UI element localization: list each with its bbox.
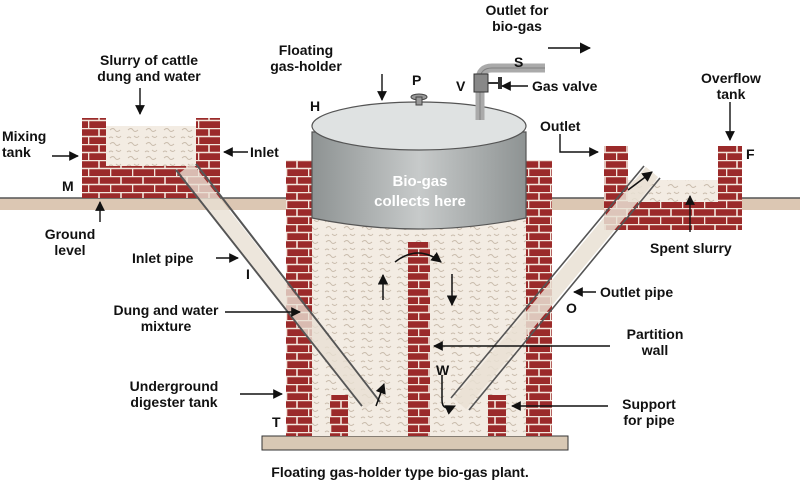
mixing-tank-left-wall (82, 118, 106, 198)
support-right (488, 395, 506, 436)
inlet-pipe-edges (175, 163, 381, 407)
label-ground-level: Ground level (44, 226, 96, 258)
label-biogas-collects: Bio-gas collects here (374, 173, 466, 210)
label-inlet: Inlet (250, 144, 279, 160)
gas-holder-top (311, 101, 527, 151)
label-spent-slurry: Spent slurry (650, 240, 732, 256)
label-gas-valve: Gas valve (532, 78, 598, 94)
label-outlet-pipe: Outlet pipe (600, 284, 674, 300)
outlet-rise-arrow (627, 171, 653, 191)
letter-P: P (412, 72, 422, 88)
label-mixing-tank: Mixing tank (2, 128, 47, 160)
overflow-right-wall (718, 146, 742, 230)
letter-O: O (566, 300, 577, 316)
outlet-leader (559, 134, 599, 157)
mixing-tank-floor (106, 166, 196, 198)
letter-F: F (746, 146, 755, 162)
label-inlet-pipe: Inlet pipe (132, 250, 194, 266)
support-left (330, 395, 348, 436)
label-dung-water: Dung and water mixture (113, 302, 219, 334)
letter-V: V (456, 78, 466, 94)
label-outlet-biogas: Outlet for bio-gas (485, 2, 549, 34)
base-slab (261, 435, 569, 451)
partition-wall (408, 242, 430, 436)
letter-I: I (246, 266, 250, 282)
overflow-floor (628, 202, 718, 230)
letter-M: M (62, 178, 74, 194)
label-overflow-tank: Overflow tank (701, 70, 761, 102)
letter-T: T (272, 414, 281, 430)
letter-W: W (436, 362, 450, 378)
mixing-tank-slurry (106, 126, 196, 172)
outlet-pipe-edges (450, 165, 661, 411)
gas-valve-body (473, 73, 489, 93)
inlet-pipe (179, 163, 378, 409)
handle-stem (415, 96, 423, 106)
outlet-flow-arrow (441, 375, 456, 415)
label-support-pipe: Support for pipe (622, 396, 676, 428)
gas-valve-handle (498, 77, 502, 89)
label-slurry: Slurry of cattle dung and water (97, 52, 201, 84)
label-outlet: Outlet (540, 118, 581, 134)
diagram-caption: Floating gas-holder type bio-gas plant. (271, 464, 529, 480)
outlet-pipe (453, 166, 659, 410)
inlet-flow-arrow (375, 383, 386, 407)
gas-holder-body (311, 131, 527, 230)
letter-H: H (310, 98, 321, 114)
label-underground-tank: Underground digester tank (129, 378, 219, 410)
label-partition-wall: Partition wall (626, 326, 684, 358)
letter-S: S (514, 54, 524, 70)
label-floating-holder: Floating gas-holder (270, 42, 342, 74)
over-partition-arrow (394, 252, 442, 263)
